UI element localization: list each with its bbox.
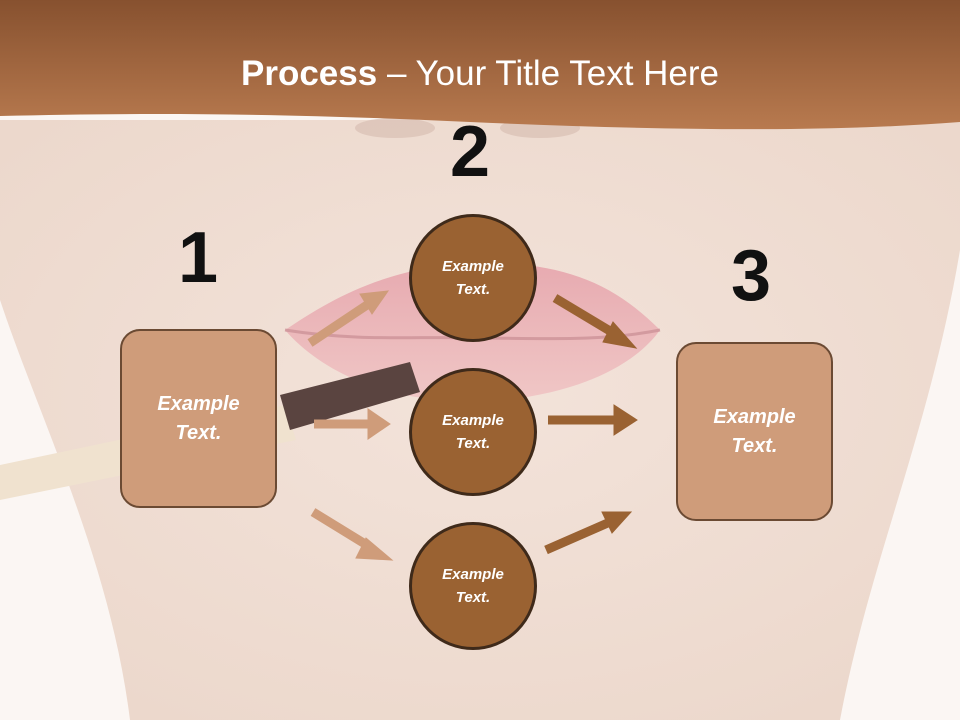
step-number-1: 1 [178, 218, 219, 298]
circle-bottom-text: Example Text. [442, 566, 504, 606]
left-box-text: Example Text. [157, 392, 240, 444]
arrow-left-up [307, 290, 390, 347]
left-step-box: Example Text. [120, 329, 277, 508]
circle-middle-text: Example Text. [442, 412, 504, 452]
right-box-text: Example Text. [713, 405, 796, 457]
brush-ferrule [280, 362, 420, 430]
arrow-left-down [310, 508, 394, 561]
arrow-right-up [544, 511, 633, 555]
step-number-3: 3 [731, 236, 772, 316]
circle-bottom: Example Text. [409, 522, 537, 650]
arrow-left-middle [314, 408, 391, 440]
step-number-2: 2 [450, 112, 491, 192]
slide-title: Process – Your Title Text Here [0, 54, 960, 94]
title-bold: Process [241, 54, 378, 93]
circle-middle: Example Text. [409, 368, 537, 496]
header-band [0, 0, 960, 130]
arrow-right-middle [548, 404, 638, 436]
circle-top-text: Example Text. [442, 258, 504, 298]
right-step-box: Example Text. [676, 342, 833, 521]
arrow-right-down [552, 294, 638, 349]
title-rest: – Your Title Text Here [377, 54, 719, 93]
circle-top: Example Text. [409, 214, 537, 342]
